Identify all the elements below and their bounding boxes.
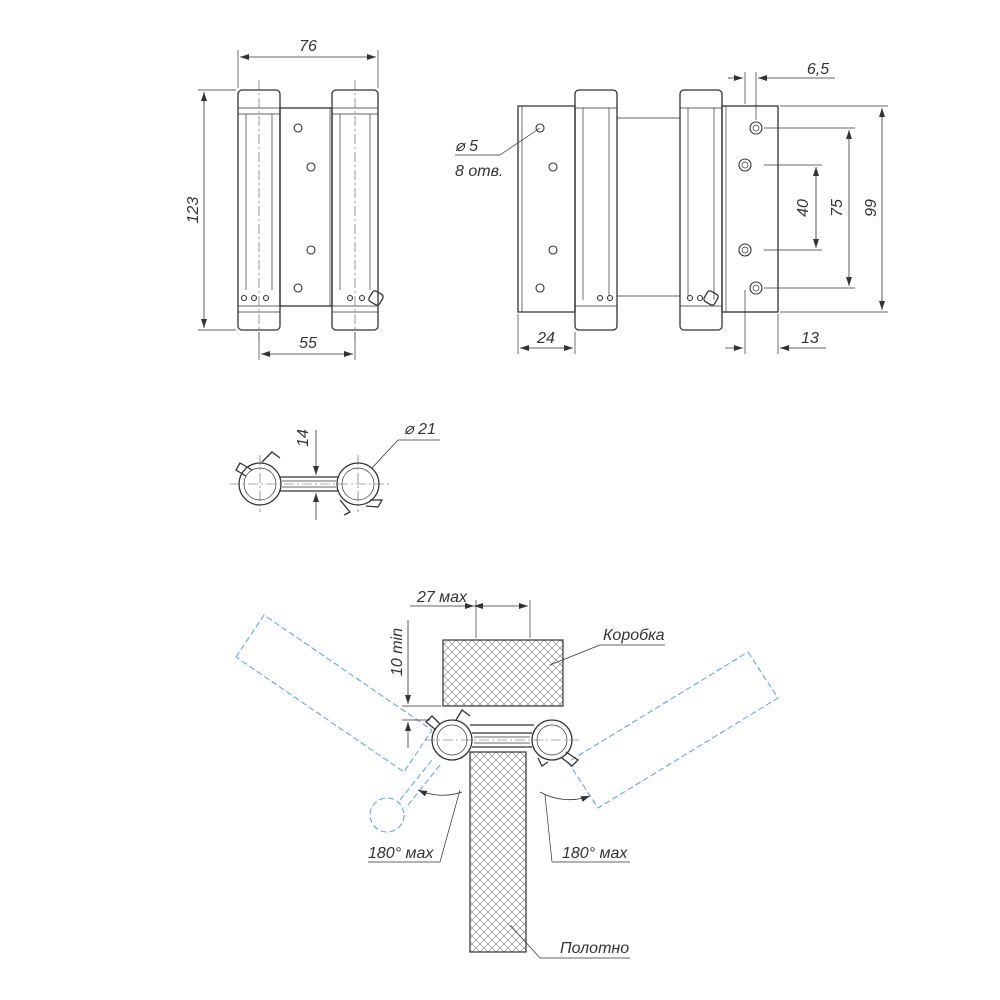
dim-hole-diameter: ⌀ 5 bbox=[455, 138, 478, 155]
dim-side-40: 40 bbox=[795, 199, 812, 217]
door-section bbox=[469, 751, 527, 953]
pin-hole-icon bbox=[250, 294, 258, 302]
dim-side-75: 75 bbox=[829, 199, 846, 217]
dim-gap-27: 27 мах bbox=[416, 589, 468, 606]
pin-hole-icon bbox=[358, 294, 366, 302]
phantom-barrel bbox=[369, 797, 405, 833]
tension-pin bbox=[703, 290, 719, 306]
angle-right-label: 180° мах bbox=[562, 845, 628, 862]
screw-hole-icon bbox=[293, 283, 303, 293]
dim-hole-count: 8 отв. bbox=[455, 163, 503, 180]
side-right-leaf bbox=[721, 105, 779, 313]
screw-hole-icon bbox=[306, 245, 316, 255]
pin-hole-icon bbox=[696, 294, 704, 302]
frame-section bbox=[442, 639, 564, 707]
pin-hole-icon bbox=[596, 294, 604, 302]
pin-hole-icon bbox=[262, 294, 270, 302]
top-view bbox=[230, 430, 440, 520]
phantom-door-left bbox=[235, 614, 433, 773]
side-view bbox=[455, 72, 888, 354]
dim-top-diameter: ⌀ 21 bbox=[404, 421, 436, 438]
tension-pin bbox=[368, 290, 384, 306]
dim-side-13: 13 bbox=[801, 330, 819, 347]
pin-hole-icon bbox=[346, 294, 354, 302]
screw-hole-icon bbox=[306, 162, 316, 172]
dim-front-width: 76 bbox=[299, 38, 317, 55]
screw-hole-icon bbox=[535, 283, 545, 293]
door-label: Полотно bbox=[560, 940, 629, 957]
dim-side-99: 99 bbox=[863, 199, 880, 217]
dim-front-bottom: 55 bbox=[299, 335, 317, 352]
pin-hole-icon bbox=[240, 294, 248, 302]
frame-label: Коробка bbox=[603, 627, 665, 644]
screw-hole-icon bbox=[293, 123, 303, 133]
screw-hole-icon bbox=[749, 281, 763, 295]
pin-hole-icon bbox=[686, 294, 694, 302]
screw-hole-icon bbox=[548, 162, 558, 172]
screw-hole-icon bbox=[749, 121, 763, 135]
front-view bbox=[198, 50, 384, 360]
dim-front-height: 123 bbox=[185, 197, 202, 224]
dim-side-offset: 6,5 bbox=[807, 61, 829, 78]
dim-min-10: 10 min bbox=[389, 628, 406, 676]
pin-hole-icon bbox=[606, 294, 614, 302]
phantom-door-right bbox=[567, 651, 779, 809]
dim-top-14: 14 bbox=[295, 429, 312, 447]
angle-left-label: 180° мах bbox=[368, 845, 434, 862]
screw-hole-icon bbox=[548, 245, 558, 255]
screw-hole-icon bbox=[738, 158, 752, 172]
dim-side-24: 24 bbox=[536, 330, 555, 347]
side-left-barrel bbox=[574, 89, 618, 331]
screw-hole-icon bbox=[738, 243, 752, 257]
front-leaf-plate bbox=[279, 107, 333, 307]
installation-view bbox=[235, 600, 779, 959]
